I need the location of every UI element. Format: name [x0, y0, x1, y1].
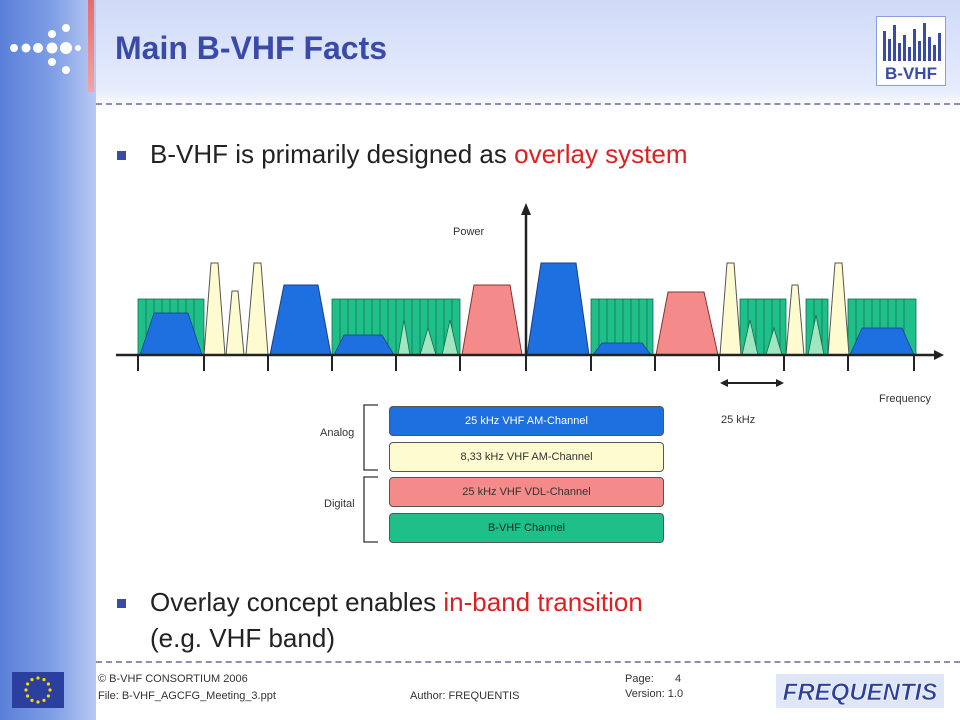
footer-author: Author: FREQUENTIS [410, 690, 520, 702]
decorative-dots-icon [10, 24, 81, 74]
bullet-highlight: overlay system [514, 139, 688, 169]
footer-page-number: 4 [675, 673, 682, 685]
frequentis-logo: FREQUENTIS [776, 674, 944, 708]
bvhf-logo: B-VHF [876, 16, 946, 86]
eu-flag-icon [12, 672, 64, 708]
title-accent-bar [88, 0, 94, 92]
digital-label: Digital [324, 498, 355, 510]
bullet-text: B-VHF is primarily designed as [150, 139, 515, 169]
am-25-channel-1 [269, 284, 332, 356]
slide-background [96, 0, 960, 720]
bullet-highlight: in-band transition [443, 587, 643, 617]
svg-text:FREQUENTIS: FREQUENTIS [783, 679, 938, 706]
slide-title: Main B-VHF Facts [115, 30, 388, 66]
frequency-axis-label: Frequency [879, 393, 931, 405]
analog-label: Analog [320, 427, 355, 439]
footer-version: Version: 1.0 [625, 688, 684, 700]
am-25-channel-2 [526, 262, 590, 356]
svg-text:B-VHF: B-VHF [885, 64, 937, 83]
legend-bvhf: B-VHF Channel [389, 513, 664, 543]
title-divider [96, 103, 960, 105]
bullet-text: Overlay concept enables [150, 587, 444, 617]
vdl-channel-1 [461, 284, 523, 356]
spacing-label: 25 kHz [721, 414, 756, 426]
footer-divider [96, 661, 960, 663]
footer-copyright: © B-VHF CONSORTIUM 2006 [98, 673, 248, 685]
legend-am-25: 25 kHz VHF AM-Channel [389, 406, 664, 436]
bullet-icon [117, 151, 126, 160]
legend-vdl: 25 kHz VHF VDL-Channel [389, 477, 664, 507]
footer-page-label: Page: [625, 673, 654, 685]
left-decorative-strip [0, 0, 96, 720]
bullet-icon [117, 599, 126, 608]
vdl-channel-2 [655, 291, 719, 356]
footer-file: File: B-VHF_AGCFG_Meeting_3.ppt [98, 690, 276, 702]
bullet-text-line2: (e.g. VHF band) [150, 623, 335, 653]
legend-am-833: 8,33 kHz VHF AM-Channel [389, 442, 664, 472]
power-axis-label: Power [453, 226, 485, 238]
spectrum-diagram: Power Frequency 25 kHz Analog Digital [96, 195, 960, 555]
spectrum-chart [116, 203, 944, 543]
